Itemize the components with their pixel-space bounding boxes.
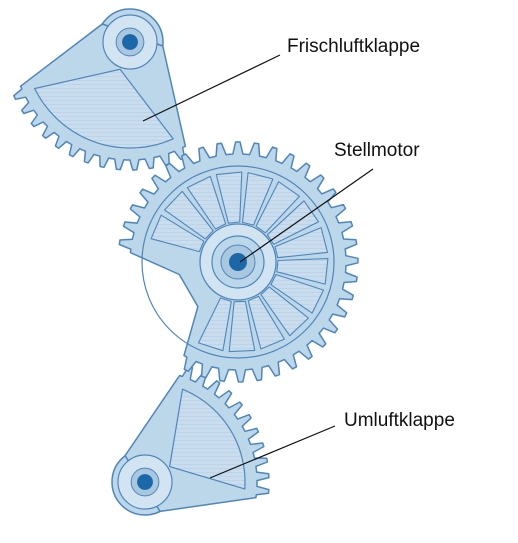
fresh-air-flap-hub-icon <box>122 34 138 50</box>
fresh-air-flap-gear <box>14 9 186 170</box>
fresh-air-flap-label: Frischluftklappe <box>287 36 420 58</box>
actuator-hub-icon <box>229 253 247 271</box>
recirc-flap-hub-icon <box>137 474 153 490</box>
actuator-gear <box>119 142 358 382</box>
actuator-label: Stellmotor <box>334 140 420 162</box>
recirc-flap-label: Umluftklappe <box>344 410 455 432</box>
recirculation-flap-gear <box>112 366 269 515</box>
